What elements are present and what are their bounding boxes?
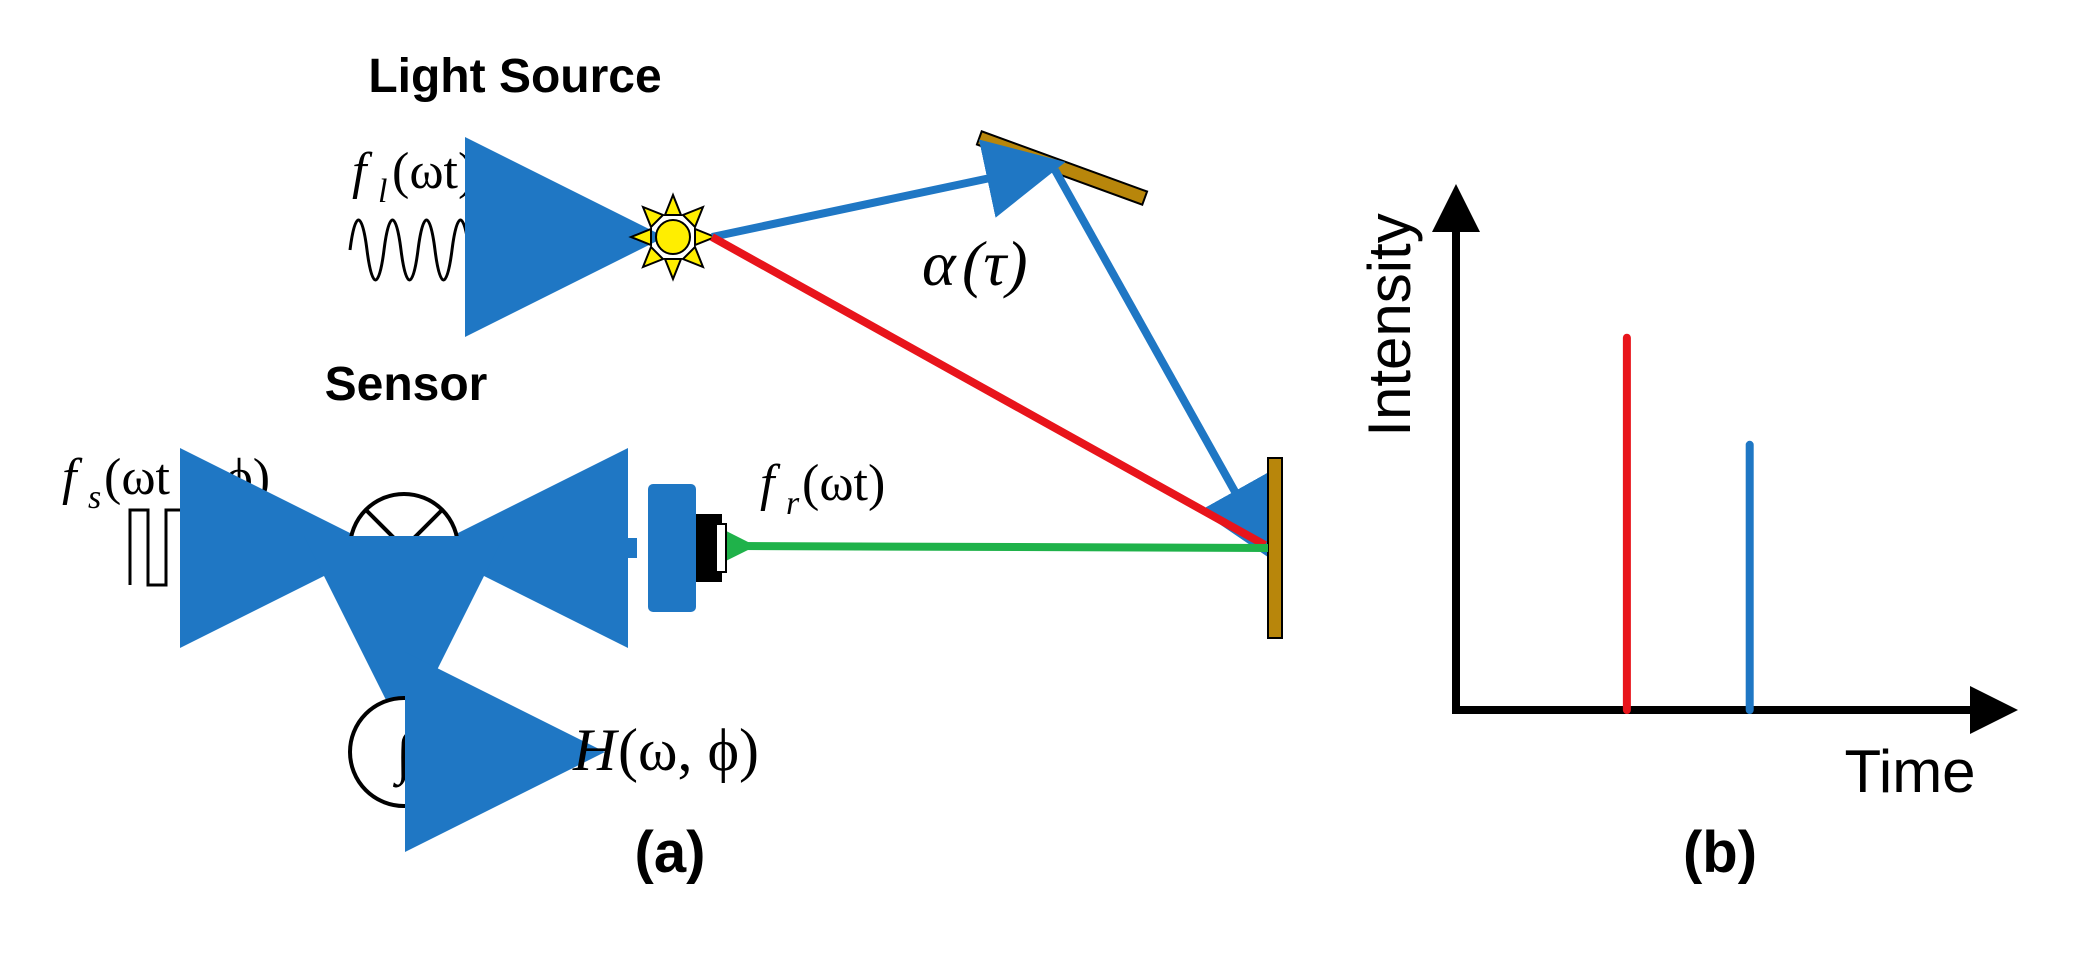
x-axis-label: Time (1844, 738, 1975, 805)
panel-a: Light Source f l (ωt) (62, 50, 1283, 885)
red-ray (710, 233, 1267, 549)
blue-ray-2 (1051, 168, 1274, 561)
fl-label: f l (ωt) (352, 143, 475, 210)
integral-symbol: ∫ (392, 720, 415, 788)
integrator-icon: ∫ (348, 696, 460, 808)
caption-b: (b) (1683, 820, 1757, 885)
output-arg: (ω, ϕ) (618, 717, 759, 783)
blue-ray-1 (711, 139, 1066, 241)
fr-sub: r (786, 485, 800, 522)
green-ray (691, 513, 1269, 578)
panel-b: Intensity Time (b) (1356, 184, 2018, 885)
fr-f: f (760, 455, 781, 512)
multiplier-icon (348, 492, 460, 604)
alpha-sym: α (922, 228, 957, 299)
output-H: H (572, 717, 620, 783)
fr-arg: (ωt) (802, 455, 885, 512)
alpha-arg: (τ) (962, 228, 1028, 299)
fs-sub: s (88, 479, 101, 516)
fl-sub: l (378, 173, 387, 210)
fr-label: f r (ωt) (760, 455, 885, 522)
right-mirror (1267, 457, 1283, 639)
fs-arg: (ωt + ϕ) (104, 449, 270, 506)
impulse-group (1622, 333, 1754, 714)
output-label: H (ω, ϕ) (572, 717, 759, 783)
fs-f: f (62, 449, 83, 506)
fs-label: f s (ωt + ϕ) (62, 449, 270, 516)
square-wave-icon (128, 508, 210, 587)
y-axis-label: Intensity (1356, 213, 1423, 436)
sine-wave-icon (348, 218, 488, 282)
caption-a: (a) (635, 820, 706, 885)
light-source-label: Light Source (368, 50, 661, 103)
sun-icon (628, 192, 718, 282)
camera-icon (648, 484, 727, 612)
fl-f: f (352, 143, 373, 200)
sensor-label: Sensor (325, 358, 488, 411)
top-mirror (975, 130, 1149, 206)
fl-arg: (ωt) (392, 143, 475, 200)
alpha-label: α (τ) (922, 228, 1028, 299)
